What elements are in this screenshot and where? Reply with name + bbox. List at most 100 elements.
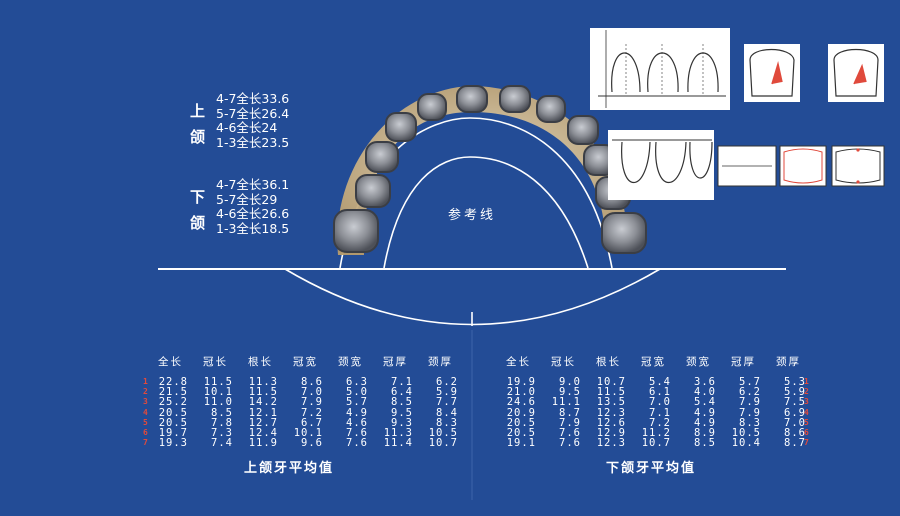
upper-jaw-label-char-2: 颌 bbox=[190, 128, 206, 146]
upper-jaw-label-char-1: 上 bbox=[190, 102, 206, 120]
table-cell: 10.7 bbox=[428, 437, 458, 450]
table-cell: 6.2 bbox=[739, 386, 761, 399]
table-cell: 12.3 bbox=[596, 406, 626, 419]
lower-jaw-label-char-2: 颌 bbox=[190, 214, 206, 232]
table-cell: 7.0 bbox=[784, 416, 806, 429]
tooth-profile-panel-bottom bbox=[608, 130, 714, 200]
table-cell: 10.7 bbox=[641, 437, 671, 450]
table-cell: 8.5 bbox=[391, 396, 413, 409]
row-number: 4 bbox=[143, 407, 148, 417]
row-number: 5 bbox=[804, 417, 809, 427]
table-header: 冠长 bbox=[551, 356, 576, 368]
lower-length-item: 1-3全长18.5 bbox=[216, 220, 290, 236]
table-cell: 6.9 bbox=[784, 406, 806, 419]
upper-length-item: 5-7全长26.4 bbox=[216, 105, 290, 121]
table-cell: 8.6 bbox=[784, 427, 806, 439]
table-cell: 21.5 bbox=[158, 386, 188, 399]
table-cell: 4.9 bbox=[694, 416, 716, 429]
table-cell: 10.5 bbox=[428, 427, 458, 439]
row-number: 7 bbox=[143, 438, 148, 448]
table-cell: 8.4 bbox=[436, 406, 458, 419]
table-cell: 5.9 bbox=[436, 386, 458, 399]
table-cell: 11.9 bbox=[248, 437, 278, 450]
table-cell: 20.5 bbox=[158, 416, 188, 429]
table-cell: 20.5 bbox=[506, 416, 536, 429]
lower-table-caption: 下颌牙平均值 bbox=[606, 461, 697, 476]
table-cell: 7.6 bbox=[559, 437, 581, 450]
table-cell: 7.9 bbox=[301, 396, 323, 409]
table-cell: 7.5 bbox=[784, 396, 806, 409]
table-cell: 11.1 bbox=[551, 396, 581, 409]
table-cell: 4.6 bbox=[346, 416, 368, 429]
table-cell: 7.2 bbox=[649, 416, 671, 429]
table-cell: 7.6 bbox=[346, 427, 368, 439]
table-cell: 7.0 bbox=[301, 386, 323, 399]
table-cell: 11.3 bbox=[383, 427, 413, 439]
table-cell: 9.5 bbox=[559, 386, 581, 399]
table-cell: 10.7 bbox=[596, 376, 626, 388]
table-cell: 19.3 bbox=[158, 437, 188, 450]
table-cell: 4.9 bbox=[694, 406, 716, 419]
table-header: 冠厚 bbox=[383, 356, 408, 368]
table-cell: 25.2 bbox=[158, 396, 188, 409]
table-cell: 13.5 bbox=[596, 396, 626, 409]
table-cell: 9.6 bbox=[301, 437, 323, 450]
upper-length-item: 4-6全长24 bbox=[216, 120, 278, 136]
table-cell: 5.4 bbox=[694, 396, 716, 409]
table-header: 全长 bbox=[158, 356, 183, 368]
table-cell: 5.3 bbox=[784, 376, 806, 388]
table-cell: 11.2 bbox=[641, 427, 671, 439]
table-cell: 7.3 bbox=[211, 427, 233, 439]
lower-jaw-label-char-1: 下 bbox=[190, 188, 206, 206]
table-cell: 12.3 bbox=[596, 437, 626, 450]
upper-length-item: 1-3全长23.5 bbox=[216, 134, 290, 150]
table-cell: 10.4 bbox=[731, 437, 761, 450]
table-cell: 10.5 bbox=[731, 427, 761, 439]
table-cell: 20.5 bbox=[158, 406, 188, 419]
row-number: 3 bbox=[804, 397, 809, 407]
table-cell: 19.1 bbox=[506, 437, 536, 450]
lower-jaw-lengths: 4-7全长36.1 5-7全长29 4-6全长26.6 1-3全长18.5 bbox=[216, 177, 290, 236]
table-cell: 9.5 bbox=[391, 406, 413, 419]
table-cell: 7.9 bbox=[739, 406, 761, 419]
table-cell: 5.4 bbox=[649, 376, 671, 388]
table-cell: 7.4 bbox=[211, 437, 233, 450]
table-cell: 7.6 bbox=[346, 437, 368, 450]
table-header: 颈厚 bbox=[776, 356, 801, 368]
table-cell: 12.1 bbox=[248, 406, 278, 419]
table-cell: 5.0 bbox=[346, 386, 368, 399]
table-header: 颈宽 bbox=[686, 356, 711, 368]
table-cell: 24.6 bbox=[506, 396, 536, 409]
table-cell: 8.5 bbox=[694, 437, 716, 450]
row-number: 2 bbox=[804, 387, 809, 397]
table-cell: 7.2 bbox=[301, 406, 323, 419]
table-cell: 12.6 bbox=[596, 416, 626, 429]
table-cell: 12.4 bbox=[248, 427, 278, 439]
table-cell: 6.4 bbox=[391, 386, 413, 399]
table-cell: 7.8 bbox=[211, 416, 233, 429]
table-cell: 21.0 bbox=[506, 386, 536, 399]
table-cell: 6.1 bbox=[649, 386, 671, 399]
table-header: 颈厚 bbox=[428, 356, 453, 368]
table-cell: 22.8 bbox=[158, 376, 188, 388]
table-cell: 11.5 bbox=[596, 386, 626, 399]
molar-sketch-2 bbox=[828, 44, 884, 102]
molar-sketch-1 bbox=[744, 44, 800, 102]
table-cell: 8.3 bbox=[436, 416, 458, 429]
table-cell: 19.9 bbox=[506, 376, 536, 388]
table-cell: 9.0 bbox=[559, 376, 581, 388]
reference-line-label: 参考线 bbox=[448, 208, 497, 223]
row-number: 5 bbox=[143, 417, 148, 427]
table-cell: 11.5 bbox=[203, 376, 233, 388]
table-cell: 7.6 bbox=[559, 427, 581, 439]
row-number: 4 bbox=[804, 407, 809, 417]
table-cell: 10.1 bbox=[203, 386, 233, 399]
table-cell: 12.7 bbox=[248, 416, 278, 429]
lower-length-item: 4-7全长36.1 bbox=[216, 177, 290, 192]
row-number: 3 bbox=[143, 397, 148, 407]
table-cell: 9.3 bbox=[391, 416, 413, 429]
table-header: 冠宽 bbox=[293, 356, 318, 368]
row-number: 2 bbox=[143, 387, 148, 397]
